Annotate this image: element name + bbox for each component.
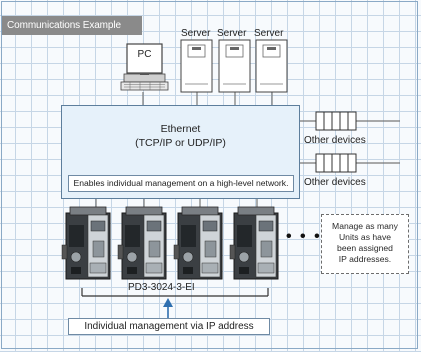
units-callout: Manage as many Units as have been assign… [321, 214, 409, 274]
server-icon-3 [255, 39, 288, 93]
ethernet-note: Enables individual management on a high-… [68, 175, 294, 192]
unit-icon-4 [229, 206, 279, 280]
pc-label: PC [137, 49, 152, 60]
management-label: Individual management via IP address [68, 318, 270, 335]
other-device-icon-2 [315, 153, 357, 173]
server-icon-2 [218, 39, 251, 93]
ethernet-protocol: (TCP/IP or UDP/IP) [135, 137, 226, 149]
units-bracket [81, 288, 269, 297]
other-device-icon-1 [315, 111, 357, 131]
ellipsis-more-units: • • • [286, 228, 322, 245]
callout-line: Units as have [338, 232, 392, 242]
callout-line: Manage as many [332, 221, 398, 231]
unit-icon-3 [173, 206, 223, 280]
server-label-3: Server [254, 28, 284, 39]
unit-icon-2 [117, 206, 167, 280]
other-devices-label-1: Other devices [304, 135, 366, 146]
server-label-1: Server [181, 28, 211, 39]
diagram-title: Communications Example [2, 16, 142, 35]
ethernet-title: Ethernet [160, 123, 201, 135]
callout-line: been assigned [337, 243, 393, 253]
pc-icon [120, 43, 169, 91]
callout-line: IP addresses. [338, 254, 392, 264]
unit-icon-1 [61, 206, 111, 280]
other-devices-label-2: Other devices [304, 177, 366, 188]
model-label: PD3-3024-3-EI [128, 282, 195, 293]
ethernet-box: Ethernet (TCP/IP or UDP/IP) Enables indi… [61, 105, 300, 199]
server-label-2: Server [217, 28, 247, 39]
arrow-up-icon [163, 298, 173, 318]
server-icon-1 [180, 39, 213, 93]
diagram-frame [1, 1, 418, 349]
